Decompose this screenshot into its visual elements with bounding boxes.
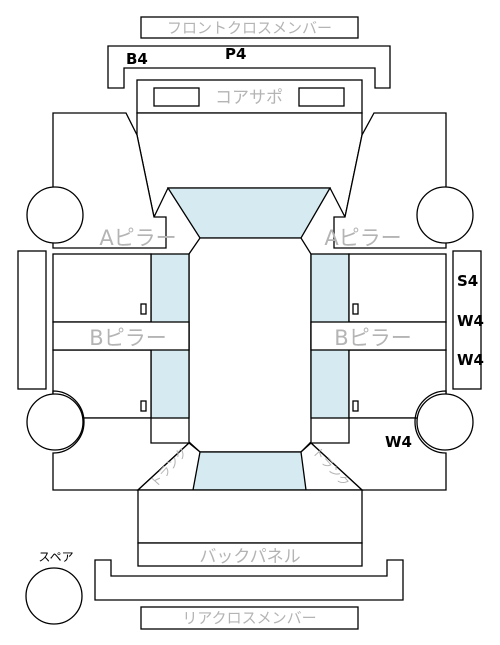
rear-cross-member-label: リアクロスメンバー	[182, 609, 316, 627]
core-support: コアサポ	[136, 79, 363, 114]
code-w4-lower: W4	[457, 351, 484, 369]
door-handle-front-right	[352, 303, 359, 315]
back-panel-label: バックパネル	[199, 547, 300, 567]
spare-tire-icon	[25, 567, 83, 625]
side-step-right	[452, 250, 482, 390]
wheel-rear-right	[416, 393, 474, 451]
wheel-front-left	[26, 186, 84, 244]
side-step-left	[17, 250, 47, 390]
door-front-left	[52, 253, 152, 323]
code-w4-wheel: W4	[385, 433, 412, 451]
headlight-left	[153, 87, 200, 107]
b-pillar-right: Bピラー	[310, 321, 447, 351]
door-handle-rear-left	[140, 400, 147, 412]
door-handle-front-left	[140, 303, 147, 315]
a-pillar-left-label: Aピラー	[99, 226, 176, 250]
rear-quarter-right	[309, 390, 447, 491]
roof	[188, 237, 312, 453]
wheel-rear-left	[26, 393, 84, 451]
a-pillar-right-label: Aピラー	[324, 226, 401, 250]
code-p4: P4	[225, 45, 246, 63]
code-b4: B4	[126, 50, 148, 68]
rear-panel	[137, 489, 363, 544]
rear-bumper	[94, 559, 404, 601]
rear-cross-member: リアクロスメンバー	[140, 606, 359, 630]
b-pillar-left-label: Bピラー	[89, 326, 166, 350]
door-handle-rear-right	[352, 400, 359, 412]
code-s4: S4	[457, 272, 478, 290]
front-cross-member: フロントクロスメンバー	[140, 16, 359, 39]
door-front-right	[348, 253, 447, 323]
headlight-right	[298, 87, 345, 107]
windshield	[166, 187, 332, 239]
rear-window	[192, 451, 307, 491]
core-support-label: コアサポ	[215, 88, 283, 108]
rear-quarter-left	[52, 390, 191, 491]
back-panel: バックパネル	[137, 542, 363, 567]
wheel-front-right	[416, 186, 474, 244]
front-bumper	[107, 45, 391, 89]
spare-tire: スペア	[25, 550, 83, 625]
b-pillar-left: Bピラー	[52, 321, 190, 351]
b-pillar-right-label: Bピラー	[334, 326, 411, 350]
front-cross-member-label: フロントクロスメンバー	[167, 19, 332, 37]
door-rear-right	[348, 349, 447, 419]
spare-label: スペア	[38, 550, 73, 564]
code-w4-upper: W4	[457, 312, 484, 330]
